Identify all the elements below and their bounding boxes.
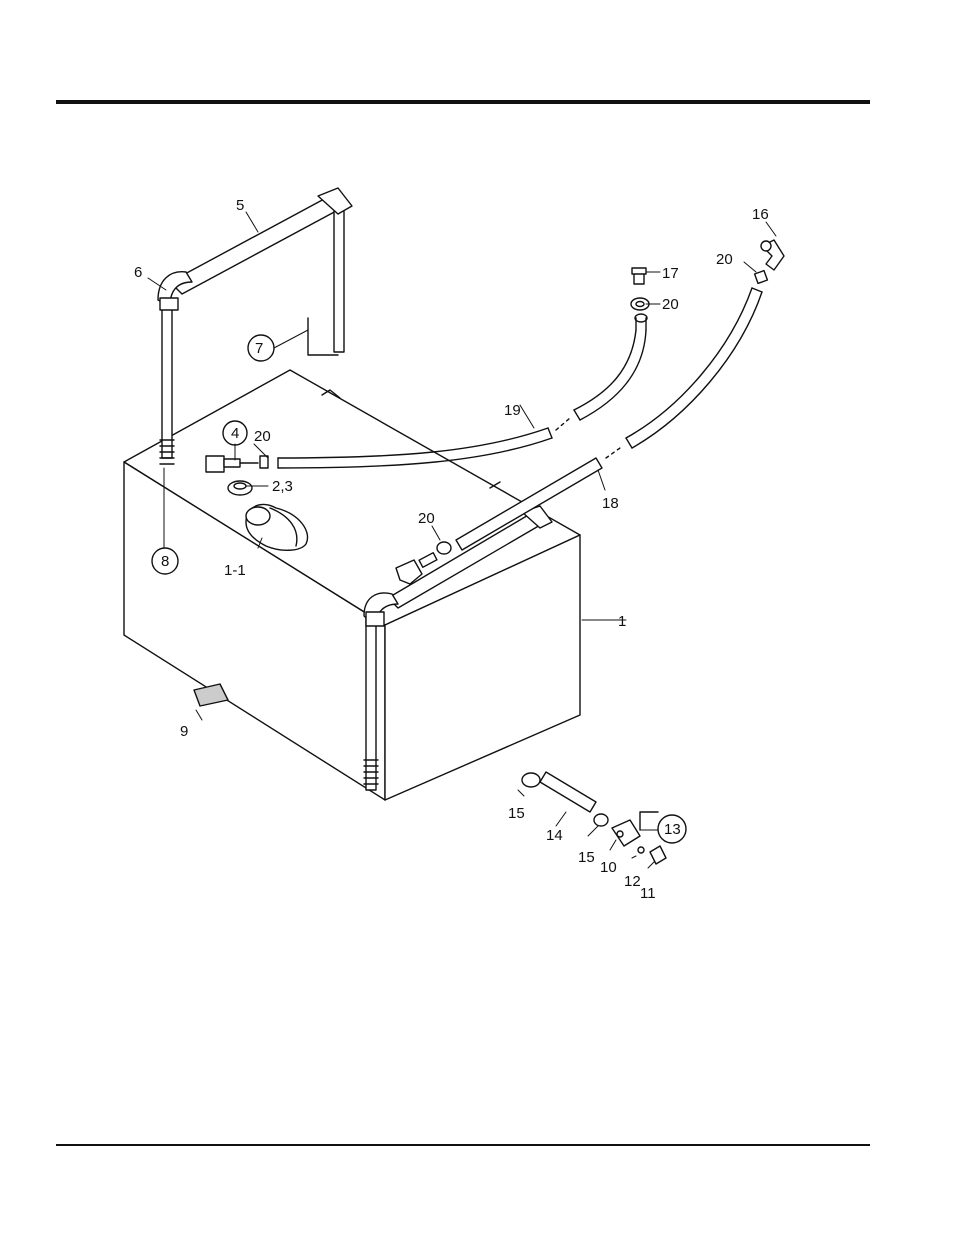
callout-9: 9 bbox=[180, 723, 188, 740]
callout-14: 14 bbox=[546, 827, 563, 844]
callout-7: 7 bbox=[255, 340, 263, 357]
callout-1: 1 bbox=[618, 613, 626, 630]
callout-12: 12 bbox=[624, 873, 641, 890]
callout-19: 19 bbox=[504, 402, 521, 419]
callout-16: 16 bbox=[752, 206, 769, 223]
callout-5: 5 bbox=[236, 197, 244, 214]
callout-6: 6 bbox=[134, 264, 142, 281]
callout-4: 4 bbox=[231, 425, 239, 442]
callout-10: 10 bbox=[600, 859, 617, 876]
callout-20-c: 20 bbox=[662, 296, 679, 313]
callout-17: 17 bbox=[662, 265, 679, 282]
callout-15-b: 15 bbox=[578, 849, 595, 866]
callout-18: 18 bbox=[602, 495, 619, 512]
callout-15-a: 15 bbox=[508, 805, 525, 822]
callout-11: 11 bbox=[640, 885, 656, 902]
fuel-tank bbox=[124, 370, 580, 800]
callout-8: 8 bbox=[161, 553, 169, 570]
callout-20-a: 20 bbox=[254, 428, 271, 445]
callout-1-1: 1-1 bbox=[224, 562, 246, 579]
callout-20-d: 20 bbox=[716, 251, 733, 268]
callout-13: 13 bbox=[664, 821, 681, 838]
top-fittings bbox=[631, 240, 784, 310]
callout-20-b: 20 bbox=[418, 510, 435, 527]
callout-2-3: 2,3 bbox=[272, 478, 293, 495]
